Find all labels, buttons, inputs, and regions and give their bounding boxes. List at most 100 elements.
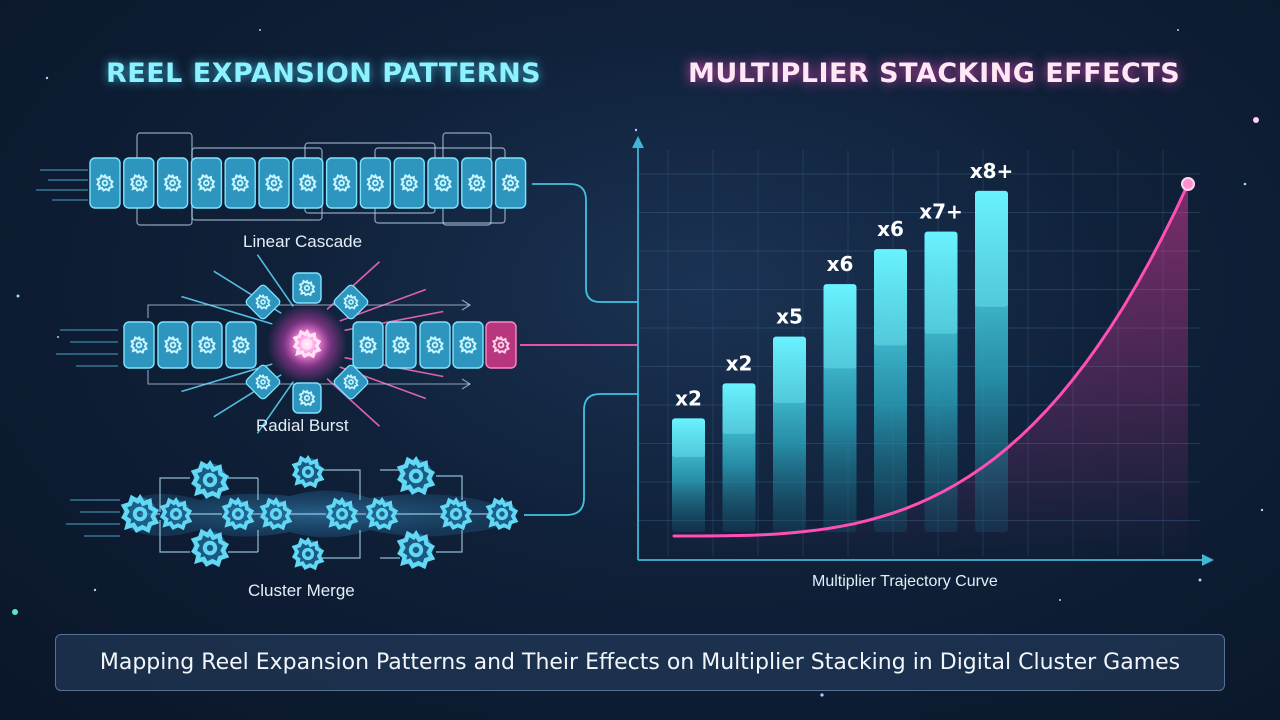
radial-reel-row [123,272,517,414]
footer-banner: Mapping Reel Expansion Patterns and Thei… [55,634,1225,691]
linear-cascade-pattern [36,132,638,303]
reel-expansion-heading: REEL EXPANSION PATTERNS [106,58,542,89]
multiplier-bar [975,190,1008,533]
bar-label: x7+ [919,200,963,224]
speed-streaks [56,329,118,367]
cluster-arrow [322,530,361,559]
gear-icon [260,498,292,530]
multiplier-bar [722,383,756,532]
cluster-arrow [436,530,463,553]
bar-highlight [823,284,857,369]
gear-icon [160,498,192,530]
multiplier-bar [672,418,705,532]
multiplier-bar [924,231,958,532]
reel-tile [452,321,484,369]
linear-cascade-label: Linear Cascade [243,232,363,251]
linear-reel-row [89,157,527,209]
cluster-arrow [322,469,361,500]
reel-tile [156,157,189,209]
cluster-merge-label: Cluster Merge [248,581,355,600]
gear-icon [292,456,324,488]
gear-icon [399,459,433,493]
reel-tile [494,157,527,209]
bar-label: x8+ [970,159,1014,183]
reel-tile [225,321,257,369]
bar-highlight [773,336,806,404]
bar-highlight [672,418,705,457]
reel-tile [191,321,223,369]
reel-tile [190,157,223,209]
multiplier-bar [874,249,907,532]
reel-tile [89,157,121,209]
diamond-reel [245,364,281,400]
curve-area-fill [674,184,1188,556]
diamond-reel [333,364,369,400]
gear-icon [193,531,227,565]
curve-axis-label: Multiplier Trajectory Curve [812,573,998,590]
reel-tile [325,157,358,209]
multiplier-bar [823,284,857,532]
cluster-connector-line [524,393,638,516]
multiplier-stacking-heading: MULTIPLIER STACKING EFFECTS [688,58,1181,89]
multiplier-chart: x2 x2 x5 x6 x6 x7+ x8+ [632,135,1215,566]
reel-tile [157,321,189,369]
gear-icon [123,497,157,531]
chart-bar-labels: x2 x2 x5 x6 x6 x7+ x8+ [675,159,1013,411]
speed-streaks [66,499,120,537]
multiplier-trajectory-curve [672,182,1190,538]
curve-end-dot [1181,177,1195,191]
reel-tile [123,157,155,209]
reel-tile [385,321,417,369]
bar-label: x2 [726,351,753,375]
burst-ray [326,378,381,427]
gear-icon [486,498,518,530]
cluster-gears [123,456,518,570]
bar-label: x5 [776,305,803,329]
reel-tile [258,157,290,209]
footer-text: Mapping Reel Expansion Patterns and Thei… [99,650,1181,675]
gear-icon [366,498,398,530]
reel-tile [427,157,459,209]
top-bottom-reel [292,272,322,304]
chart-bars [672,190,1008,533]
burst-ray [256,254,294,307]
background-stars [12,29,1264,697]
reel-tile [123,321,155,369]
reel-tile [461,157,493,209]
bar-highlight [874,249,907,346]
reel-tile [292,157,324,209]
reel-tile [224,157,256,209]
diamond-reel [245,284,281,320]
linear-connector-line [532,183,638,303]
top-bottom-reel [292,382,322,414]
gear-icon [222,498,254,530]
cluster-arrow [159,477,190,512]
diamond-reel [333,284,369,320]
gear-icon [193,463,227,497]
cluster-arrow [436,475,463,500]
reel-tile [359,157,392,209]
bar-label: x6 [877,217,904,241]
chart-axes [632,135,1215,566]
burst-core-glow [267,304,347,384]
gear-icon [399,533,433,567]
radial-burst-label: Radial Burst [256,416,349,435]
burst-ray [256,381,294,434]
gear-icon [440,498,472,530]
cluster-merge-pattern [66,393,638,570]
burst-ray [181,295,273,325]
reel-tile [393,157,425,209]
gear-icon [326,498,358,530]
cluster-arrow [159,520,190,553]
reel-tile [485,321,517,369]
radial-burst-pattern [56,254,638,434]
bar-highlight [924,231,958,334]
gear-icon [292,538,324,570]
speed-streaks [36,169,88,201]
bar-label: x2 [675,386,702,410]
reel-tile [352,321,384,369]
bar-label: x6 [827,252,854,276]
multiplier-bar [773,336,806,532]
